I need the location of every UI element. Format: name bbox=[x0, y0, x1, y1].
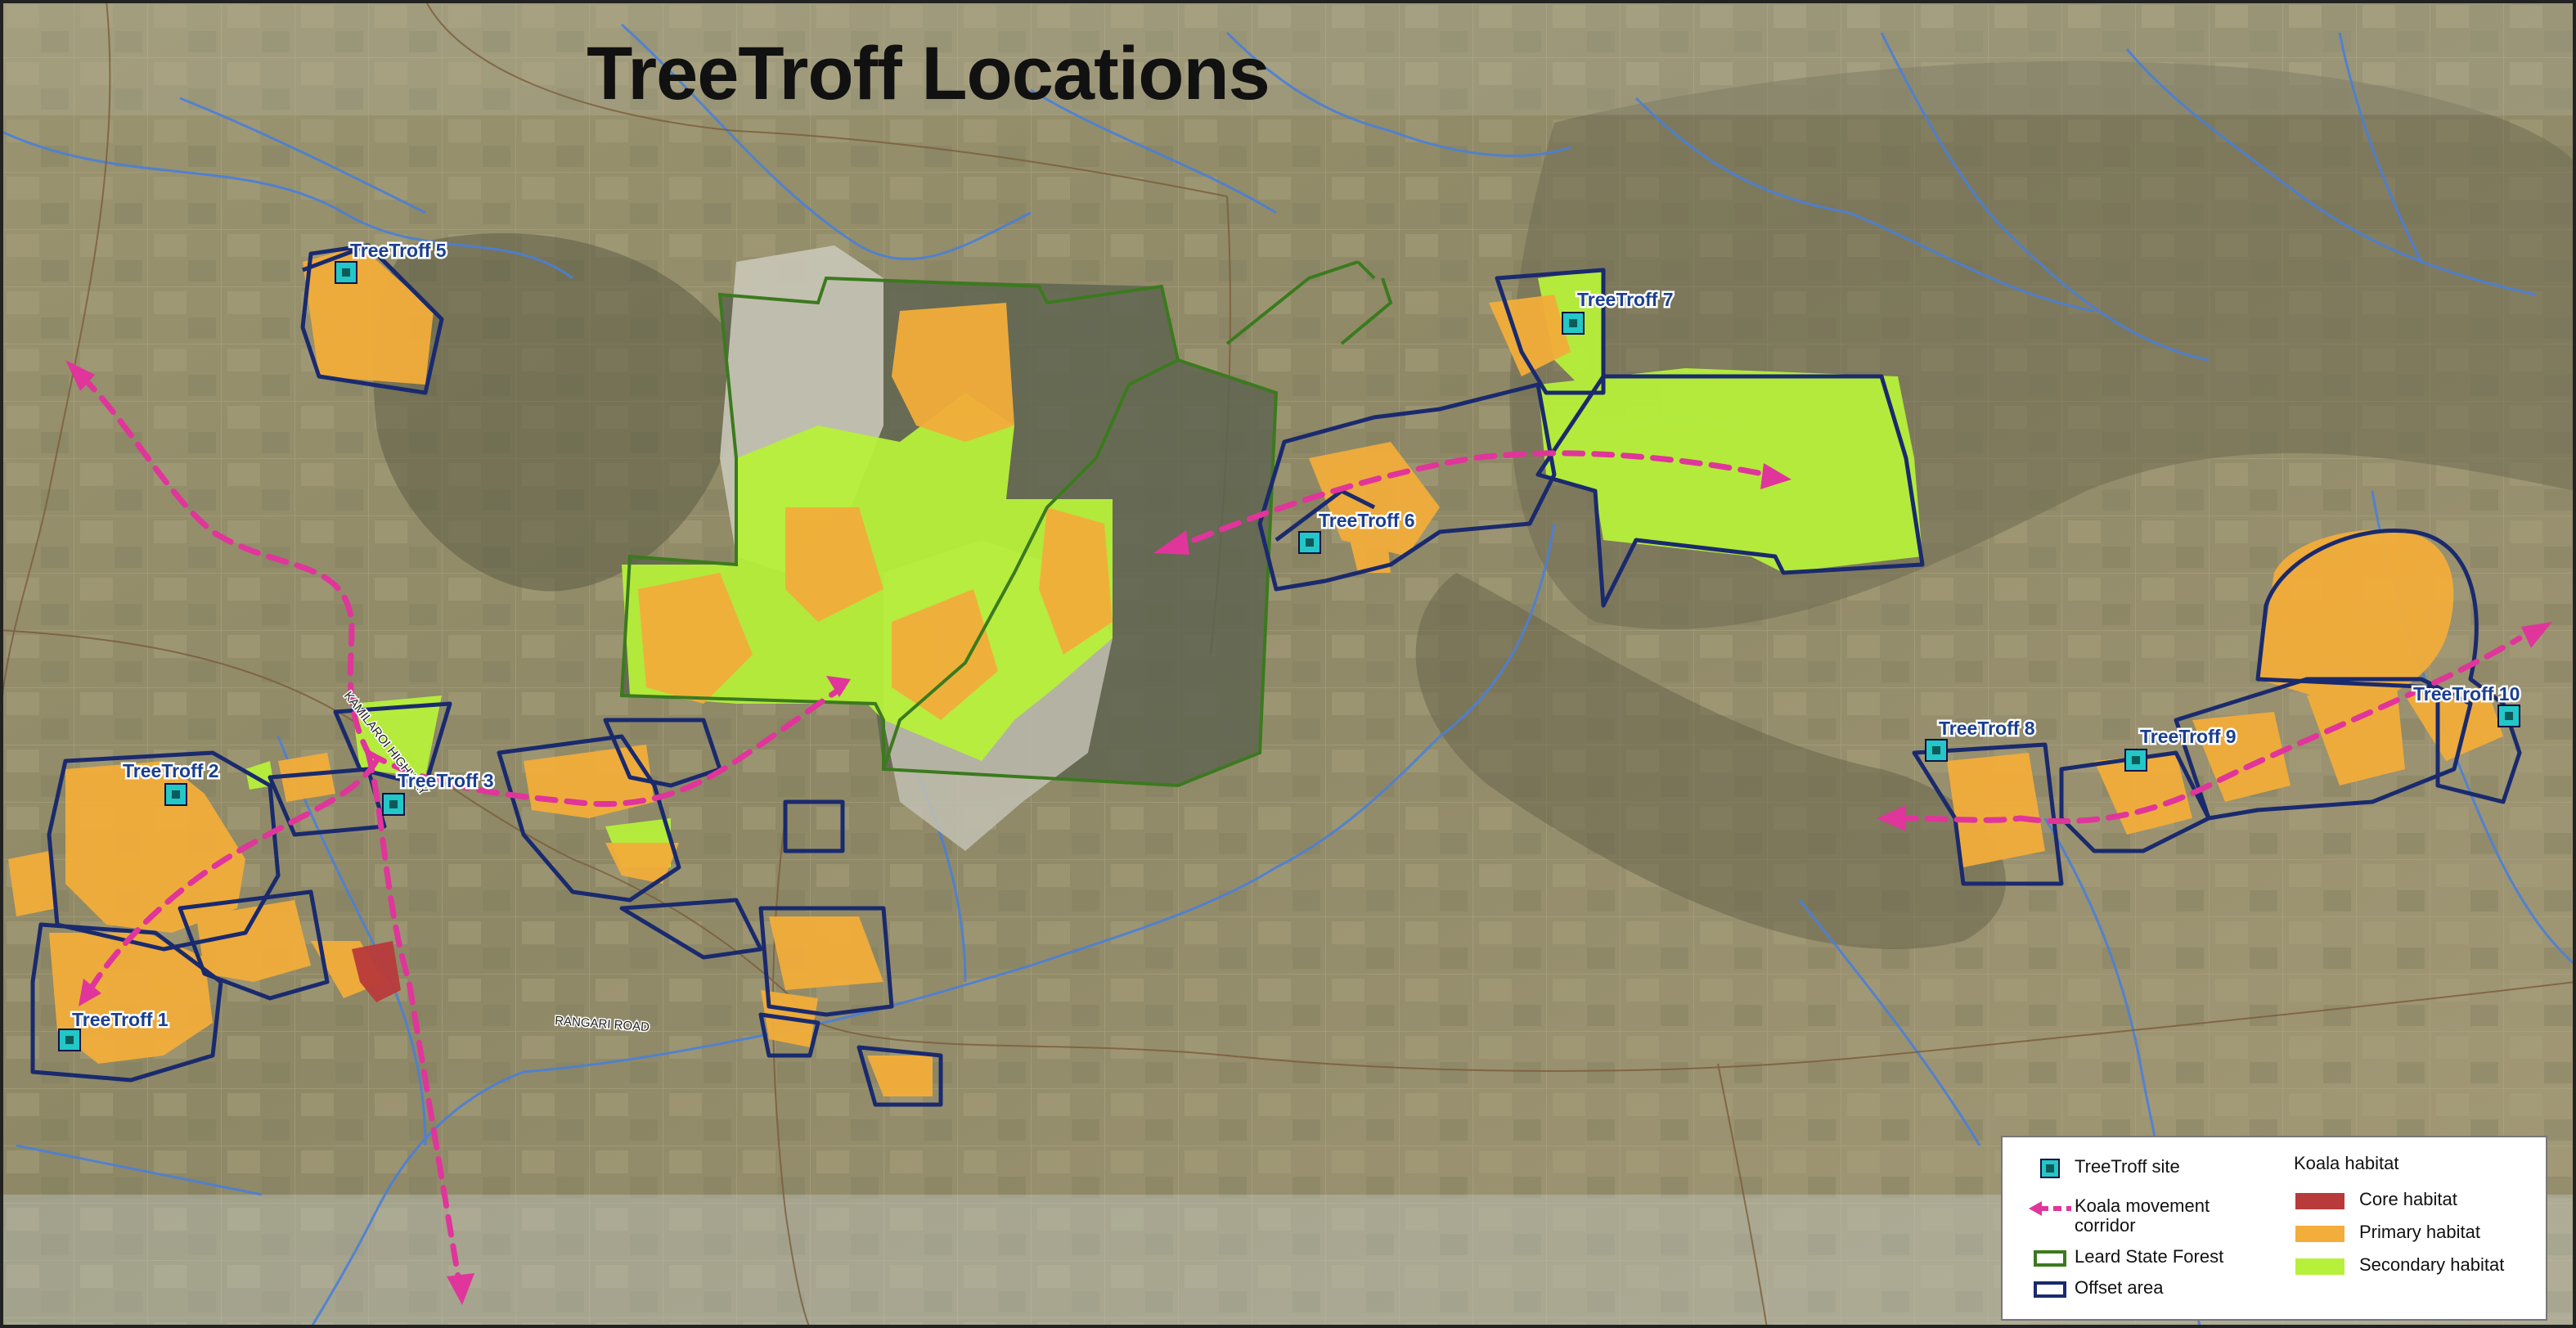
offset-area-outlines bbox=[30, 243, 2522, 1107]
legend-item-site: TreeTroff site bbox=[2027, 1157, 2180, 1182]
leard-state-forest-outline bbox=[619, 260, 1393, 788]
legend-secondary-label: Secondary habitat bbox=[2359, 1254, 2505, 1275]
site-marker-7[interactable]: TreeTroff 7 bbox=[1562, 287, 1675, 335]
legend-habitat-heading-text: Koala habitat bbox=[2294, 1153, 2399, 1173]
legend-item-core: Core habitat bbox=[2294, 1190, 2457, 1214]
site-label-6: TreeTroff 6 bbox=[1319, 510, 1415, 531]
legend-site-label: TreeTroff site bbox=[2075, 1156, 2180, 1177]
legend-forest-symbol bbox=[2027, 1247, 2075, 1272]
legend-core-symbol bbox=[2294, 1190, 2344, 1214]
site-marker-10[interactable]: TreeTroff 10 bbox=[2412, 682, 2522, 727]
site-marker-3[interactable]: TreeTroff 3 bbox=[382, 768, 496, 816]
corridor-arrowheads bbox=[65, 360, 2552, 1305]
site-marker-6[interactable]: TreeTroff 6 bbox=[1298, 508, 1417, 554]
legend-site-symbol bbox=[2027, 1157, 2075, 1182]
core-habitat bbox=[352, 941, 401, 1002]
legend-corridor-symbol bbox=[2027, 1196, 2075, 1221]
legend-item-secondary: Secondary habitat bbox=[2294, 1255, 2504, 1280]
legend-habitat-heading: Koala habitat bbox=[2294, 1154, 2398, 1173]
site-label-10: TreeTroff 10 bbox=[2413, 683, 2520, 705]
legend-item-offset: Offset area bbox=[2027, 1278, 2163, 1303]
legend-item-forest: Leard State Forest bbox=[2027, 1247, 2223, 1272]
legend-offset-symbol bbox=[2027, 1278, 2075, 1303]
legend-offset-label: Offset area bbox=[2075, 1277, 2164, 1298]
site-marker-1[interactable]: TreeTroff 1 bbox=[58, 1007, 170, 1051]
site-label-9: TreeTroff 9 bbox=[2140, 726, 2237, 747]
hill-terrain bbox=[373, 233, 739, 592]
legend-secondary-symbol bbox=[2294, 1255, 2344, 1280]
legend-core-label: Core habitat bbox=[2359, 1189, 2457, 1209]
legend-forest-label: Leard State Forest bbox=[2075, 1246, 2224, 1267]
treetroff-site-markers: TreeTroff 1 TreeTroff 2 TreeTroff 3 Tree… bbox=[58, 238, 2522, 1051]
map-title: TreeTroff Locations bbox=[0, 31, 2576, 117]
site-label-5: TreeTroff 5 bbox=[350, 240, 447, 261]
hill-terrain bbox=[1415, 573, 2007, 949]
site-marker-8[interactable]: TreeTroff 8 bbox=[1925, 716, 2037, 762]
site-marker-2[interactable]: TreeTroff 2 bbox=[121, 759, 221, 806]
koala-movement-corridors bbox=[79, 373, 2523, 1280]
haze-overlay bbox=[0, 0, 2576, 115]
legend-primary-label: Primary habitat bbox=[2359, 1222, 2480, 1242]
site-marker-9[interactable]: TreeTroff 9 bbox=[2124, 724, 2238, 772]
site-label-7: TreeTroff 7 bbox=[1577, 289, 1674, 310]
site-label-2: TreeTroff 2 bbox=[123, 760, 219, 781]
legend-item-primary: Primary habitat bbox=[2294, 1222, 2480, 1247]
site-label-8: TreeTroff 8 bbox=[1939, 718, 2035, 739]
haze-overlay bbox=[0, 1195, 2576, 1328]
map-title-text: TreeTroff Locations bbox=[587, 32, 1270, 115]
site-marker-5[interactable]: TreeTroff 5 bbox=[335, 238, 448, 284]
site-label-3: TreeTroff 3 bbox=[398, 770, 494, 791]
legend-primary-symbol bbox=[2294, 1222, 2344, 1247]
site-label-1: TreeTroff 1 bbox=[72, 1009, 169, 1030]
